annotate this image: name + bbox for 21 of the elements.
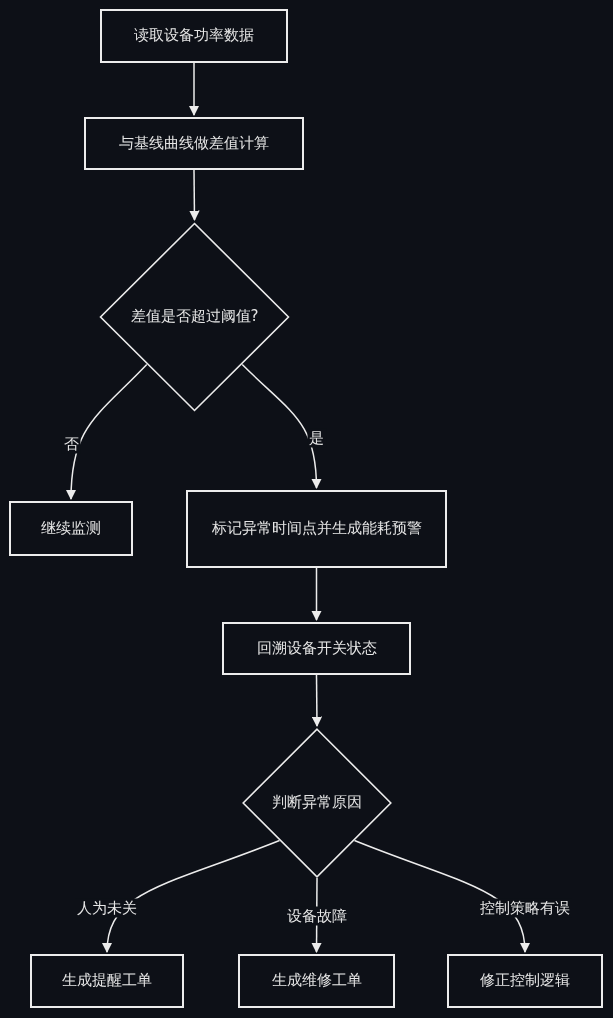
process-box: 与基线曲线做差值计算 (84, 117, 304, 170)
process-box: 修正控制逻辑 (447, 954, 603, 1008)
process-box: 生成维修工单 (238, 954, 395, 1008)
arrow (241, 363, 322, 490)
arrow (66, 363, 148, 501)
process-box: 继续监测 (9, 501, 133, 556)
arrow (189, 169, 200, 222)
process-box: 标记异常时间点并生成能耗预警 (186, 490, 447, 568)
edge-label: 设备故障 (284, 906, 349, 926)
edge-label: 人为未关 (75, 898, 139, 918)
process-box: 回溯设备开关状态 (222, 622, 411, 675)
process-box: 生成提醒工单 (30, 954, 184, 1008)
decision-diamond: 判断异常原因 (242, 728, 392, 878)
arrow (311, 567, 322, 622)
edge-label: 控制策略有误 (478, 898, 572, 918)
decision-diamond: 差值是否超过阈值? (99, 222, 290, 412)
arrow (188, 62, 200, 117)
arrow (311, 674, 323, 728)
process-box: 读取设备功率数据 (100, 9, 288, 63)
edge-label: 否 (61, 434, 81, 454)
edge-label: 是 (307, 428, 326, 448)
